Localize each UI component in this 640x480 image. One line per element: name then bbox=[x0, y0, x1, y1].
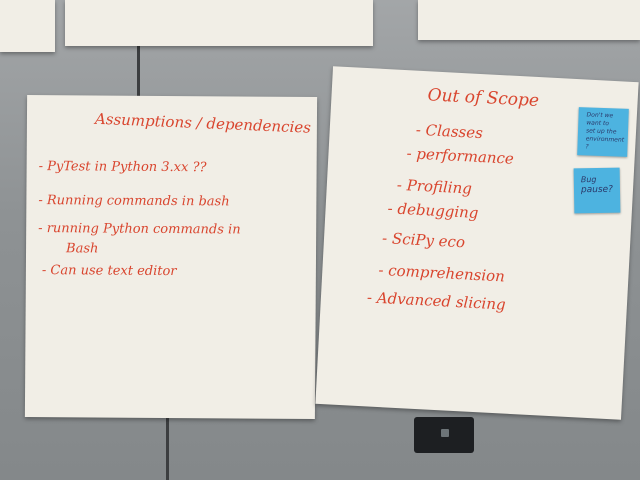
sticky-note-line: want to bbox=[586, 119, 610, 128]
top-middle-sheet bbox=[65, 0, 373, 46]
assumption-line: - PyTest in Python 3.xx ?? bbox=[38, 159, 207, 176]
outlet-slot bbox=[441, 429, 449, 437]
assumptions-sheet: Assumptions / dependencies - PyTest in P… bbox=[24, 94, 318, 420]
assumption-line: Bash bbox=[66, 241, 99, 257]
out-of-scope-line: - Advanced slicing bbox=[366, 288, 507, 314]
assumptions-heading: Assumptions / dependencies bbox=[94, 109, 312, 137]
out-of-scope-line: - Profiling bbox=[396, 175, 473, 198]
sticky-note-line: Don't we bbox=[586, 111, 614, 120]
top-right-sheet bbox=[418, 0, 640, 40]
wall-panel-seam bbox=[137, 0, 140, 100]
sticky-note-line: Bug bbox=[580, 175, 597, 185]
wall-panel-seam bbox=[166, 410, 169, 480]
sticky-note-bug-pause: Bug pause? bbox=[573, 167, 621, 214]
sticky-note-line: pause? bbox=[580, 184, 614, 196]
out-of-scope-line: - performance bbox=[406, 144, 515, 168]
wall-outlet bbox=[414, 417, 474, 453]
out-of-scope-line: - Classes bbox=[415, 120, 484, 143]
top-left-sheet bbox=[0, 0, 55, 52]
assumption-line: - running Python commands in bbox=[38, 221, 241, 238]
out-of-scope-heading: Out of Scope bbox=[427, 85, 540, 112]
sticky-note-line: environment bbox=[585, 135, 625, 144]
assumption-line: - Running commands in bash bbox=[38, 193, 230, 210]
out-of-scope-line: - comprehension bbox=[377, 260, 506, 286]
sticky-note-environment: Don't we want to set up the environment … bbox=[577, 107, 629, 157]
out-of-scope-line: - debugging bbox=[387, 199, 479, 223]
assumption-line: - Can use text editor bbox=[41, 263, 177, 280]
out-of-scope-line: - SciPy eco bbox=[381, 229, 466, 252]
sticky-note-line: ? bbox=[585, 143, 589, 151]
